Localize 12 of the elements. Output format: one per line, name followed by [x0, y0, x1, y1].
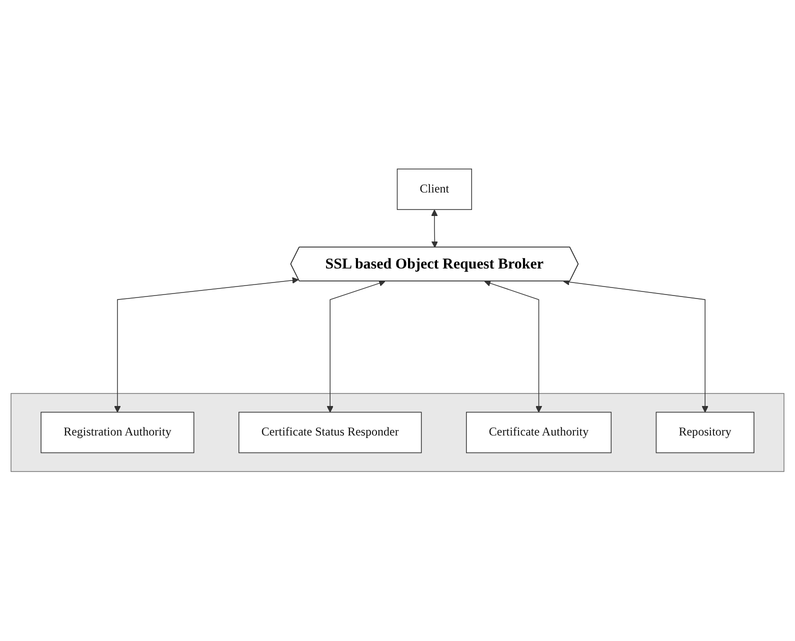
arrow [484, 280, 542, 413]
node-box [396, 168, 472, 210]
arrow [114, 277, 299, 413]
arrow [563, 279, 708, 413]
node-box [238, 412, 422, 454]
arrow [326, 280, 386, 413]
node-box [466, 412, 612, 454]
arrow [431, 210, 438, 248]
node-box [656, 412, 754, 454]
cluster [10, 393, 784, 472]
diagram: Client SSL based Object Request Broker Registration Authority Certificate Status Responder Certificate Authority Repository [5, 163, 790, 478]
node-box [40, 412, 194, 454]
